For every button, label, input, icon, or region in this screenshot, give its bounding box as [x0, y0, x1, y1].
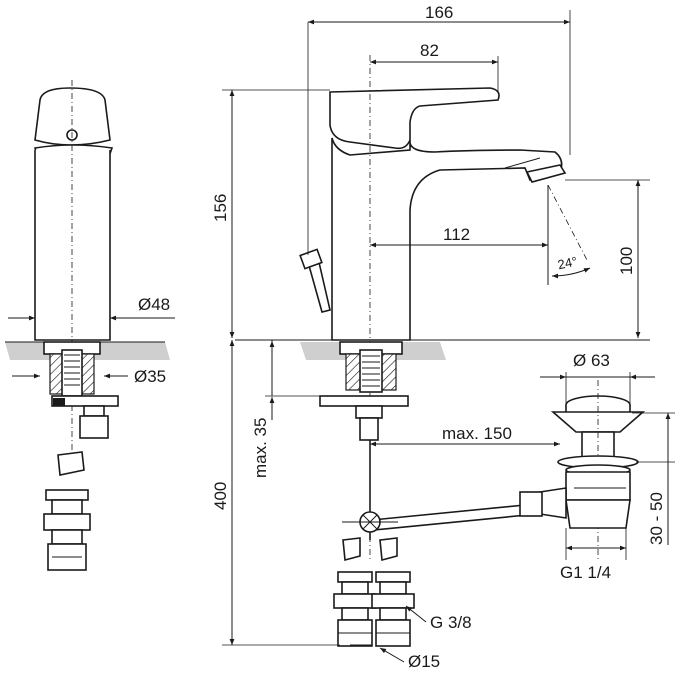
dim-waste-thread: G1 1/4 [560, 563, 611, 582]
dim-base-diameter: Ø48 [138, 295, 170, 314]
front-dims: 166 82 156 112 100 24° 400 max. 35 max. [211, 3, 675, 671]
handle-lever [329, 87, 500, 150]
dim-max-thickness: max. 35 [251, 418, 270, 478]
dim-spout-angle: 24° [556, 254, 578, 273]
waste-assembly [519, 380, 646, 560]
dim-total-height: 156 [211, 194, 230, 222]
dim-total-width: 166 [425, 3, 453, 22]
side-dims: Ø48 Ø35 [8, 295, 175, 386]
dim-handle-reach: 82 [420, 41, 439, 60]
faucet-body [331, 137, 563, 341]
dim-waste-diameter: Ø 63 [573, 351, 610, 370]
dim-shank-diameter: Ø35 [134, 367, 166, 386]
dim-hose-diameter: Ø15 [408, 652, 440, 671]
dim-hose-length: 400 [211, 482, 230, 510]
dim-spout-height: 100 [617, 247, 636, 275]
dim-waste-adjust: 30 - 50 [647, 492, 666, 545]
faucet-body-side [34, 150, 111, 341]
side-view [5, 80, 170, 571]
front-view [235, 55, 650, 647]
dim-max-distance: max. 150 [442, 424, 512, 443]
dim-spout-reach: 112 [443, 225, 470, 244]
dim-hose-thread: G 3/8 [430, 613, 472, 632]
